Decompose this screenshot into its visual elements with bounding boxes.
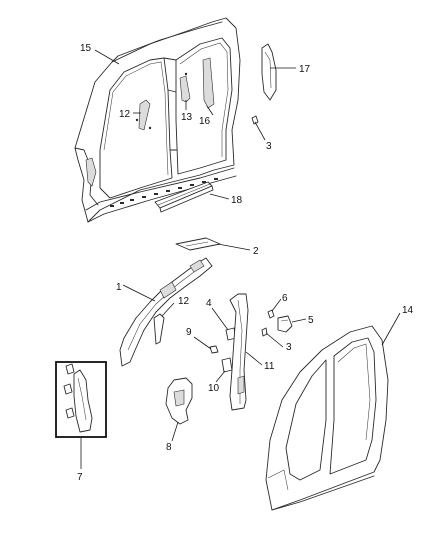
callout-15: 15 [80,43,92,54]
hinge-pillar-part-8 [165,377,193,425]
a-pillar-part-1 [119,257,213,367]
b-pillar-part-11 [229,293,249,411]
clip-part-6 [267,309,275,319]
clip-part-3-bottom [261,327,268,337]
callout-10: 10 [208,383,220,394]
leader-lines [80,49,401,469]
clip-part-3-top [251,115,259,125]
body-side-aperture-assembly [74,17,241,223]
callout-13: 13 [181,112,193,123]
callout-12-bottom: 12 [178,296,190,307]
callout-14: 14 [402,305,414,316]
callout-1: 1 [116,282,122,293]
callout-6: 6 [282,293,288,304]
reinforcement-part-12-top [138,99,151,131]
bracket-part-17 [261,43,277,101]
body-side-outer-part-14 [265,325,389,511]
sill-reinforcement-part-18 [154,181,214,213]
reinforcement-part-13 [179,75,191,103]
sill-slots [110,178,218,207]
reinforcement-part-12-bottom [153,313,165,345]
clip-part-9 [209,345,219,354]
reinforcement-part-16 [202,57,215,109]
callout-12-top: 12 [119,109,131,120]
callout-2: 2 [253,246,259,257]
bracket-part-5 [277,315,293,333]
callout-17: 17 [299,64,311,75]
detail-box-part-7 [55,361,107,438]
callout-9: 9 [186,327,192,338]
callout-18: 18 [231,195,243,206]
callout-11: 11 [264,361,275,372]
callout-7: 7 [77,472,83,483]
callout-5: 5 [308,315,314,326]
callout-16: 16 [199,116,211,127]
callout-labels: 15 17 12 13 16 3 18 2 1 12 4 6 5 14 9 3 … [77,43,414,483]
callout-8: 8 [166,442,172,453]
bracket-part-10 [221,357,233,373]
callout-3-top: 3 [266,141,272,152]
callout-4: 4 [206,298,212,309]
callout-3-bottom: 3 [286,342,292,353]
